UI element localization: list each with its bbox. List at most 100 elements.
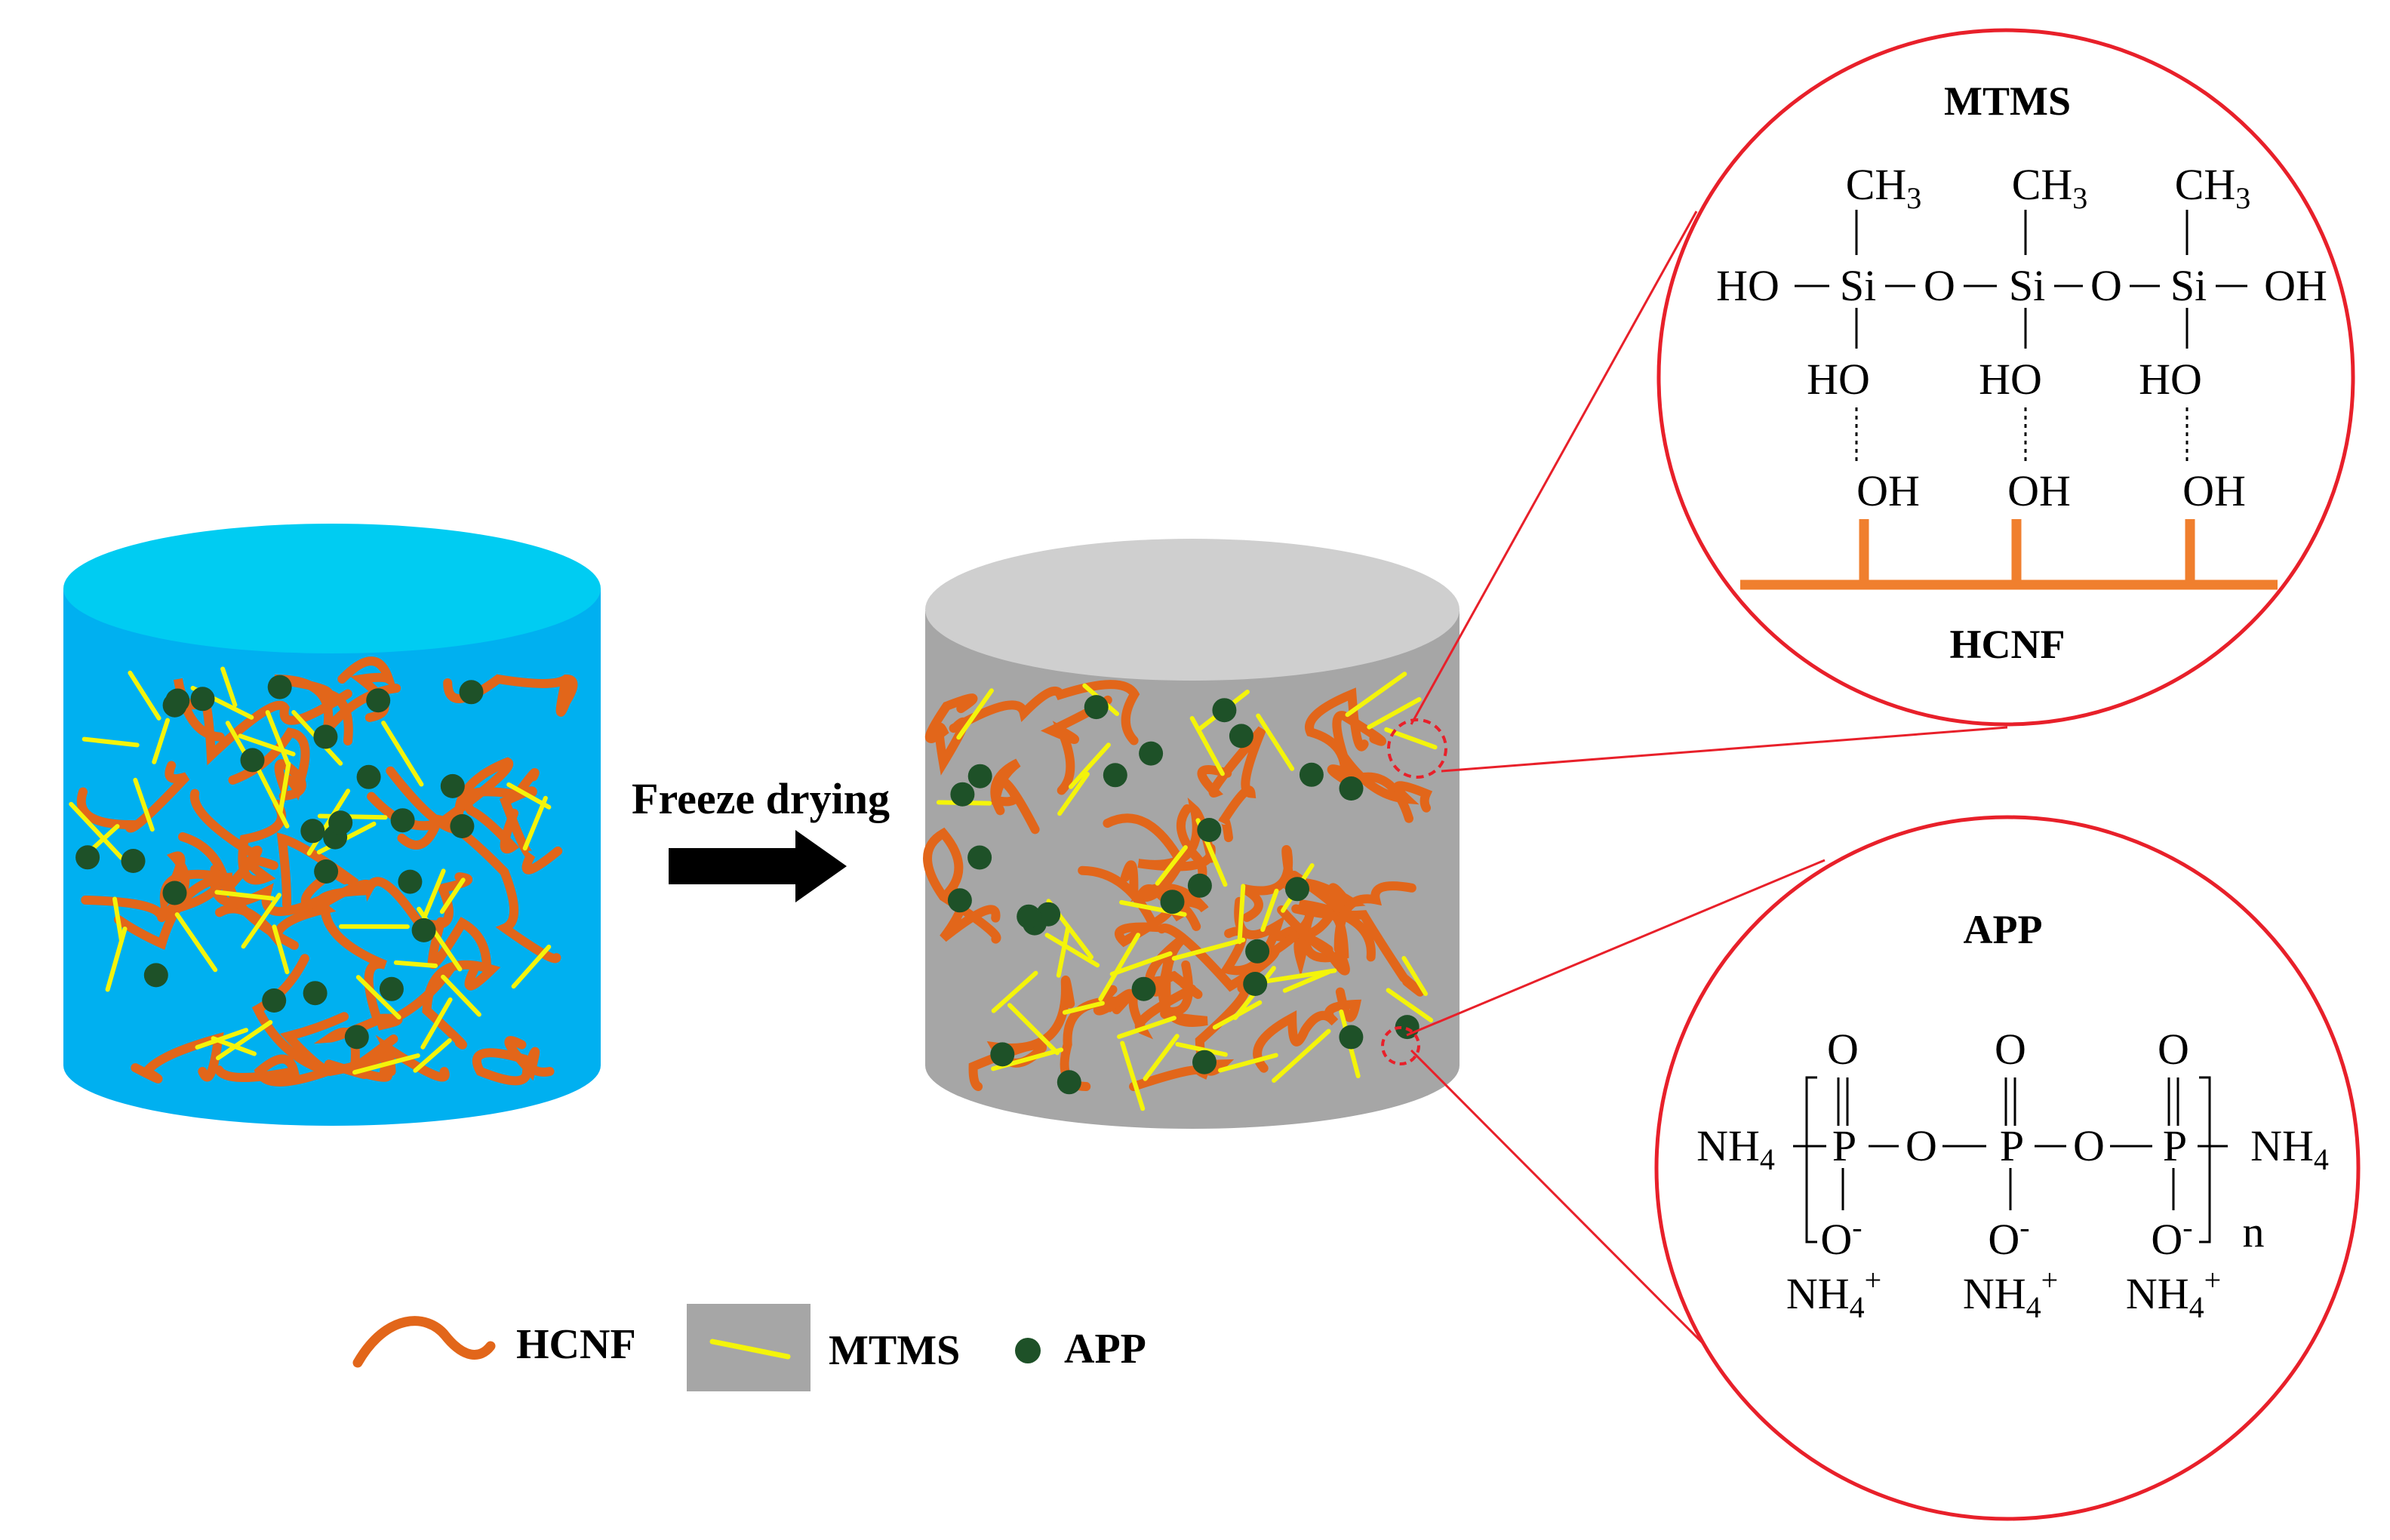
wet-gel-fiber xyxy=(214,954,342,1087)
mtms-ch3-3-sub: 3 xyxy=(2235,181,2250,215)
aerogel-app-particle xyxy=(1229,724,1253,748)
wet-gel-mtms-rod xyxy=(265,710,291,767)
aerogel-mtms-rod xyxy=(1155,845,1188,886)
app-zoom: APP O O O NH4 xyxy=(1654,815,2361,1521)
app-ammonium-1-sub: 4 xyxy=(1850,1290,1865,1324)
mtms-ch3-1-label: CH xyxy=(1846,160,1907,209)
app-bottom-o-3-label: O xyxy=(2151,1215,2182,1264)
mtms-substrate-label: HCNF xyxy=(1950,622,2065,667)
app-p-2: P xyxy=(2000,1121,2024,1170)
wet-gel-app-particle xyxy=(450,814,475,838)
aerogel-cylinder xyxy=(923,539,1460,1129)
aerogel-app-particle xyxy=(1103,763,1127,788)
wet-gel-app-particle xyxy=(411,918,436,942)
legend-app-label: APP xyxy=(1064,1326,1146,1372)
mtms-ho-left: HO xyxy=(1716,261,1779,310)
app-connector-upper xyxy=(1406,859,1826,1037)
mtms-zoom-marker xyxy=(1387,718,1447,779)
wet-gel-app-particle xyxy=(143,963,168,988)
wet-gel-mtms-rod xyxy=(82,736,140,748)
wet-gel-app-particle xyxy=(75,845,100,870)
aerogel-app-particle xyxy=(1057,1070,1081,1095)
app-title: APP xyxy=(1964,907,2043,952)
mtms-oh-right: OH xyxy=(2264,261,2327,310)
app-ammonium-2-label: NH xyxy=(1963,1269,2026,1318)
wet-gel-mtms-rod xyxy=(355,975,401,1020)
app-ammonium-1: NH4+ xyxy=(1786,1263,1881,1324)
app-nh4-right: NH4 xyxy=(2250,1121,2329,1176)
app-p-1: P xyxy=(1832,1121,1856,1170)
wet-gel-mtms-rod xyxy=(195,1028,249,1050)
wet-gel-app-particle xyxy=(379,976,404,1001)
wet-gel-app-particle xyxy=(190,687,215,712)
app-o-2: O xyxy=(2073,1121,2105,1170)
app-bottom-o-3: O- xyxy=(2151,1210,2192,1264)
legend: HCNF MTMS APP xyxy=(352,1304,1146,1391)
mtms-connector-lower xyxy=(1441,726,2008,773)
aerogel-app-particle xyxy=(947,888,972,913)
aerogel-mtms-rod xyxy=(1272,1028,1331,1083)
aerogel-app-particle xyxy=(967,845,992,870)
mtms-ch3-2-sub: 3 xyxy=(2072,181,2087,215)
wet-gel-mtms-rod xyxy=(381,721,424,787)
mtms-ch3-3: CH3 xyxy=(2175,160,2251,215)
wet-gel-fiber xyxy=(81,851,232,923)
aerogel-app-particle xyxy=(1192,1050,1217,1074)
wet-gel-fiber xyxy=(76,761,190,833)
app-ammonium-1-sup: + xyxy=(1865,1263,1882,1297)
aerogel-app-particle xyxy=(1299,762,1324,787)
aerogel-mtms-rod xyxy=(1212,1000,1263,1030)
aerogel-mtms-rod xyxy=(1237,884,1246,945)
wet-gel-app-particle xyxy=(162,881,187,905)
wet-gel-app-particle xyxy=(121,849,146,873)
aerogel-fiber xyxy=(1197,726,1266,843)
wet-gel-mtms-rod xyxy=(112,896,124,943)
wet-gel-fiber xyxy=(462,768,540,854)
aerogel-mtms-rod xyxy=(1056,924,1071,978)
app-bottom-o-1-sup: - xyxy=(1852,1210,1862,1244)
aerogel-fiber xyxy=(1241,845,1295,922)
app-nh4-left: NH4 xyxy=(1696,1121,1775,1176)
app-top-o-1: O xyxy=(1827,1025,1859,1074)
wet-gel-app-particle xyxy=(390,808,415,833)
mtms-ch3-3-label: CH xyxy=(2175,160,2236,209)
freeze-drying-label: Freeze drying xyxy=(632,774,890,823)
wet-gel-mtms-rod xyxy=(220,666,238,708)
mtms-si-2: Si xyxy=(2009,261,2045,310)
wet-gel-mtms-rod xyxy=(238,733,296,757)
wet-gel-mtms-rod xyxy=(174,912,218,973)
aerogel-app-particle xyxy=(1243,972,1268,996)
mtms-title: MTMS xyxy=(1944,78,2071,124)
app-ammonium-2-sub: 4 xyxy=(2026,1290,2041,1324)
wet-gel-mtms-rod xyxy=(352,1053,420,1075)
aerogel-mtms-rod xyxy=(1143,1034,1180,1081)
wet-gel-fiber xyxy=(209,864,387,1020)
wet-gel-mtms-rod xyxy=(278,761,291,815)
legend-mtms-rod-icon xyxy=(709,1339,791,1360)
mtms-si-3: Si xyxy=(2170,261,2207,310)
aerogel-fiber xyxy=(1078,804,1207,948)
aerogel-fiber xyxy=(949,680,1140,745)
aerogel-top xyxy=(925,539,1460,681)
wet-gel-app-particle xyxy=(366,688,391,713)
aerogel-fiber xyxy=(1282,871,1366,918)
mtms-ch3-2-label: CH xyxy=(2012,160,2073,209)
wet-gel-fiber xyxy=(427,917,491,976)
legend-hcnf-icon xyxy=(352,1316,496,1368)
app-bottom-o-2-label: O xyxy=(1988,1215,2019,1264)
freeze-drying-step: Freeze drying xyxy=(632,774,890,902)
aerogel-app-particle xyxy=(1245,939,1270,964)
wet-gel-app-particle xyxy=(300,819,325,844)
aerogel-mtms-rod xyxy=(1282,970,1331,993)
wet-gel-app-particle xyxy=(398,869,423,894)
wet-gel-mtms-rod xyxy=(420,997,453,1050)
mtms-o-2: O xyxy=(2090,261,2122,310)
wet-gel-mtms-rod xyxy=(522,795,548,851)
aerogel-mtms-rod xyxy=(1218,1053,1278,1073)
mtms-ho-2: HO xyxy=(1979,355,2042,404)
app-bracket-left xyxy=(1805,1076,1817,1243)
mtms-ho-1: HO xyxy=(1807,355,1870,404)
wet-gel-mtms-rod xyxy=(69,801,124,860)
aerogel-mtms-rod xyxy=(1069,742,1111,789)
